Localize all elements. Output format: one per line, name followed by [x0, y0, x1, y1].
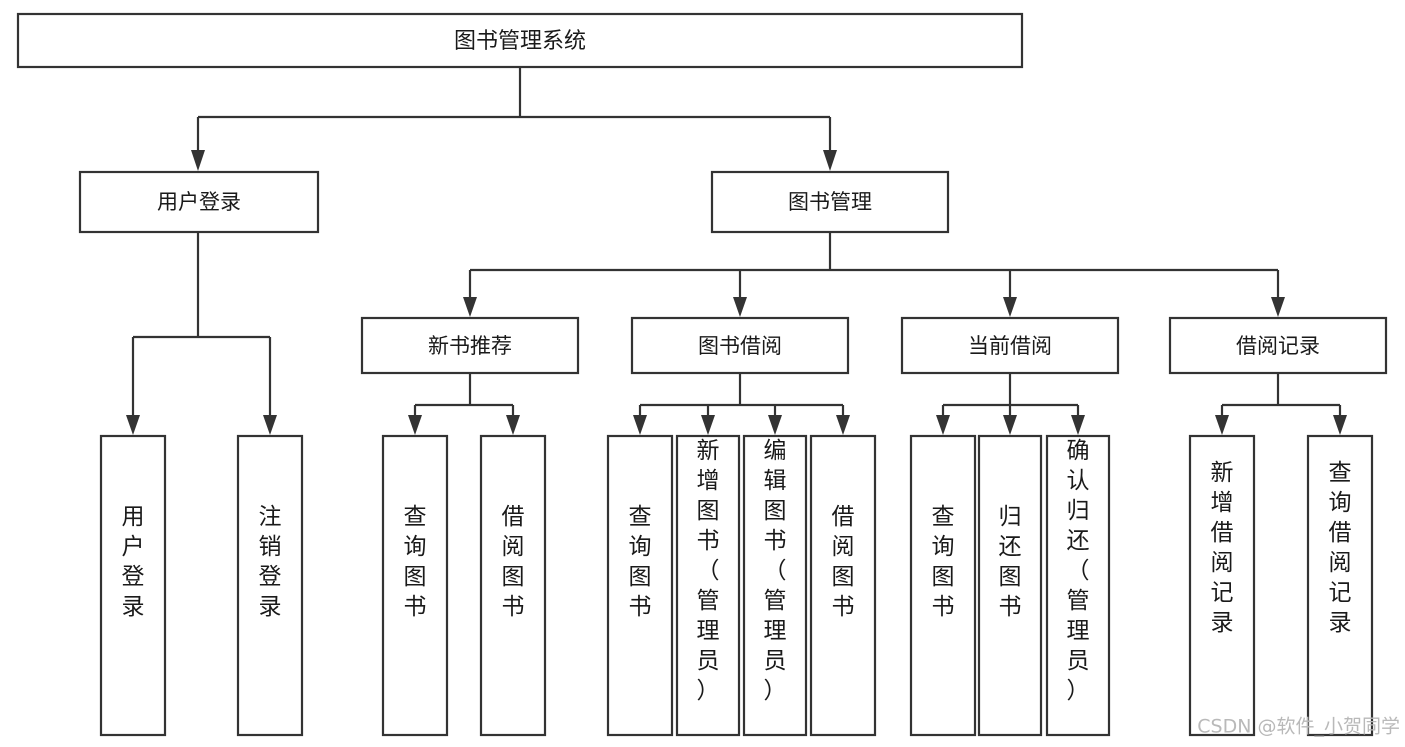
node-leaf-user-login-label: 用户登录 [122, 504, 145, 620]
node-leaf-query-record-label: 查询借阅记录 [1329, 460, 1352, 636]
node-leaf-query-book-1-label: 查询图书 [404, 504, 427, 620]
node-book-borrow[interactable]: 图书借阅 [630, 316, 850, 375]
arrow-leaf-user-logout [263, 415, 277, 435]
node-new-book-recommend[interactable]: 新书推荐 [360, 316, 580, 375]
node-leaf-return-book-box[interactable] [977, 434, 1043, 737]
node-user-login-label: 用户登录 [157, 190, 241, 214]
arrow-leaf-user-login [126, 415, 140, 435]
node-leaf-user-login-box[interactable] [99, 434, 167, 737]
node-new-book-recommend-label: 新书推荐 [428, 334, 512, 358]
node-current-borrow-box[interactable] [900, 316, 1120, 375]
connector-newbook-to-leaves [408, 373, 520, 435]
connector-root-to-level1 [191, 67, 837, 171]
node-new-book-recommend-box[interactable] [360, 316, 580, 375]
node-borrow-record-box[interactable] [1168, 316, 1388, 375]
node-leaf-query-book-3-label: 查询图书 [932, 504, 955, 620]
arrow-new-book-recommend [463, 297, 477, 317]
node-leaf-add-record[interactable]: 新增借阅记录 [1188, 434, 1256, 737]
arrow-leaf-add-record [1215, 415, 1229, 435]
node-leaf-add-book-box[interactable] [675, 434, 741, 737]
connector-userlogin-to-leaves [126, 232, 277, 435]
node-leaf-query-record-box[interactable] [1306, 434, 1374, 737]
csdn-watermark: CSDN @软件_小贺同学 [1197, 716, 1400, 738]
node-book-management-box[interactable] [710, 170, 950, 234]
connector-bookborrow-to-leaves [633, 373, 850, 435]
node-book-management[interactable]: 图书管理 [710, 170, 950, 234]
arrow-leaf-query-book-2 [633, 415, 647, 435]
node-current-borrow-label: 当前借阅 [968, 334, 1052, 358]
arrow-book-borrow [733, 297, 747, 317]
arrow-user-login [191, 150, 205, 171]
arrow-leaf-return-book [1003, 415, 1017, 435]
node-leaf-user-logout-box[interactable] [236, 434, 304, 737]
node-leaf-add-record-box[interactable] [1188, 434, 1256, 737]
node-leaf-query-book-2-box[interactable] [606, 434, 674, 737]
connector-borrowrecord-to-leaves [1215, 373, 1347, 435]
node-user-login[interactable]: 用户登录 [78, 170, 320, 234]
node-leaf-query-book-2-label: 查询图书 [629, 504, 652, 620]
node-root-system[interactable]: 图书管理系统 [16, 12, 1024, 69]
arrow-borrow-record [1271, 297, 1285, 317]
arrow-leaf-borrow-book-1 [506, 415, 520, 435]
node-leaf-user-logout[interactable]: 注销登录 [236, 434, 304, 737]
arrow-current-borrow [1003, 297, 1017, 317]
node-leaf-query-book-1[interactable]: 查询图书 [381, 434, 449, 737]
node-leaf-user-logout-label: 注销登录 [259, 504, 282, 620]
node-leaf-add-book-label: 新增图书（管理员） [697, 438, 720, 704]
node-root-system-box[interactable] [16, 12, 1024, 69]
node-leaf-borrow-book-2[interactable]: 借阅图书 [809, 434, 877, 737]
node-leaf-query-book-1-box[interactable] [381, 434, 449, 737]
arrow-leaf-edit-book [768, 415, 782, 435]
node-book-management-label: 图书管理 [788, 190, 872, 214]
arrow-book-management [823, 150, 837, 171]
node-current-borrow[interactable]: 当前借阅 [900, 316, 1120, 375]
connector-bookmgmt-to-level2 [463, 232, 1285, 317]
node-leaf-borrow-book-1[interactable]: 借阅图书 [479, 434, 547, 737]
node-leaf-return-book[interactable]: 归还图书 [977, 434, 1043, 737]
node-leaf-borrow-book-1-label: 借阅图书 [502, 504, 525, 620]
node-leaf-query-book-3-box[interactable] [909, 434, 977, 737]
arrow-leaf-add-book [701, 415, 715, 435]
node-book-borrow-label: 图书借阅 [698, 334, 782, 358]
arrow-leaf-query-record [1333, 415, 1347, 435]
arrow-leaf-query-book-1 [408, 415, 422, 435]
node-leaf-return-book-label: 归还图书 [999, 504, 1022, 620]
connector-currentborrow-to-leaves [936, 373, 1085, 435]
node-root-system-label: 图书管理系统 [454, 29, 586, 54]
node-leaf-confirm-return[interactable]: 确认归还（管理员） [1045, 434, 1111, 737]
node-leaf-edit-book-label: 编辑图书（管理员） [764, 438, 787, 704]
node-leaf-add-record-label: 新增借阅记录 [1211, 460, 1234, 636]
node-borrow-record-label: 借阅记录 [1236, 334, 1320, 358]
node-leaf-edit-book[interactable]: 编辑图书（管理员） [742, 434, 808, 737]
node-leaf-borrow-book-2-box[interactable] [809, 434, 877, 737]
node-leaf-confirm-return-label: 确认归还（管理员） [1067, 438, 1090, 704]
node-leaf-query-record[interactable]: 查询借阅记录 [1306, 434, 1374, 737]
node-leaf-borrow-book-2-label: 借阅图书 [832, 504, 855, 620]
node-leaf-query-book-3[interactable]: 查询图书 [909, 434, 977, 737]
node-leaf-edit-book-box[interactable] [742, 434, 808, 737]
node-leaf-confirm-return-box[interactable] [1045, 434, 1111, 737]
node-leaf-user-login[interactable]: 用户登录 [99, 434, 167, 737]
node-book-borrow-box[interactable] [630, 316, 850, 375]
node-user-login-box[interactable] [78, 170, 320, 234]
arrow-leaf-confirm-return [1071, 415, 1085, 435]
arrow-leaf-query-book-3 [936, 415, 950, 435]
node-leaf-borrow-book-1-box[interactable] [479, 434, 547, 737]
arrow-leaf-borrow-book-2 [836, 415, 850, 435]
node-leaf-add-book[interactable]: 新增图书（管理员） [675, 434, 741, 737]
node-borrow-record[interactable]: 借阅记录 [1168, 316, 1388, 375]
node-leaf-query-book-2[interactable]: 查询图书 [606, 434, 674, 737]
